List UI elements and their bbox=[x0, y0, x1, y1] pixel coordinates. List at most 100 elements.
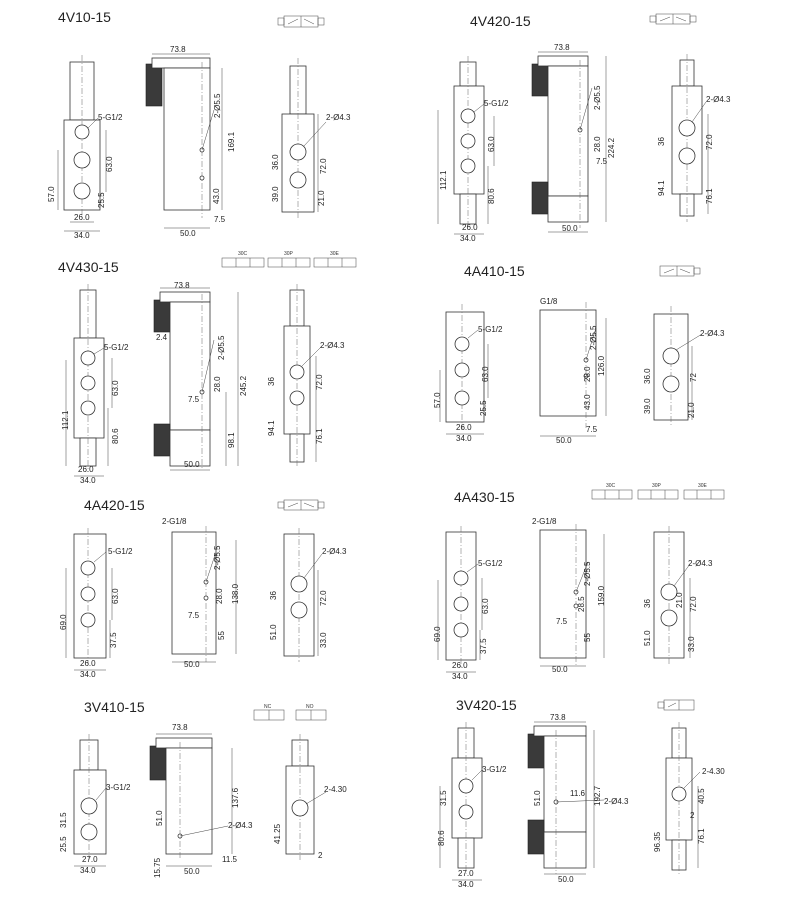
dimension-label: 94.1 bbox=[657, 180, 666, 196]
dimension-label: 34.0 bbox=[456, 434, 472, 443]
symbol-label: 30P bbox=[284, 251, 294, 257]
end-view: 2-4.30 41.25 2 bbox=[273, 734, 347, 860]
model-4a420: 4A420-15 5-G1/2 69.0 63.0 37.5 26.0 3 bbox=[59, 497, 347, 679]
dimension-label: 50.0 bbox=[558, 875, 574, 884]
dimension-label: 57.0 bbox=[433, 392, 442, 408]
dimension-label: 72.0 bbox=[689, 596, 698, 612]
dimension-label: 25.5 bbox=[97, 192, 106, 208]
dimension-label: 80.6 bbox=[437, 830, 446, 846]
dimension-label: 57.0 bbox=[47, 186, 56, 202]
dimension-label: 138.0 bbox=[231, 583, 240, 604]
dimension-label: 72.0 bbox=[319, 590, 328, 606]
port-label: 2-G1/8 bbox=[532, 517, 557, 526]
port-label: 2-Ø5.5 bbox=[213, 93, 222, 118]
hole-label: 2-Ø4.3 bbox=[322, 547, 347, 556]
dimension-label: 137.6 bbox=[231, 787, 240, 808]
port-label: 5-G1/2 bbox=[98, 113, 123, 122]
dimension-label: 7.5 bbox=[596, 157, 608, 166]
dimension-label: 63.0 bbox=[105, 156, 114, 172]
hole-label: 2-Ø4.3 bbox=[326, 113, 351, 122]
valve-symbol: 30P bbox=[267, 251, 311, 268]
hole-label: 2-Ø4.3 bbox=[688, 559, 713, 568]
dimension-label: 2 bbox=[318, 851, 323, 860]
model-title: 3V410-15 bbox=[84, 699, 145, 715]
hole-label: 2-Ø4.3 bbox=[604, 797, 629, 806]
dimension-label: 34.0 bbox=[74, 231, 90, 240]
front-view: 5-G1/2 112.1 63.0 80.6 26.0 34.0 bbox=[437, 56, 509, 243]
dimension-label: 43.0 bbox=[583, 394, 592, 410]
dimension-label: 26.0 bbox=[80, 659, 96, 668]
dimension-label: 73.8 bbox=[554, 43, 570, 52]
front-view: 5-G1/2 112.1 63.0 80.6 26.0 34.0 bbox=[61, 284, 129, 485]
port-label: 2-G1/8 bbox=[162, 517, 187, 526]
dimension-label: 159.0 bbox=[597, 585, 606, 606]
side-view: 73.8 2-Ø5.5 224.2 28.0 7.5 50.0 bbox=[531, 43, 616, 233]
dimension-label: 72.0 bbox=[705, 134, 714, 150]
dimension-label: 50.0 bbox=[556, 436, 572, 445]
dimension-label: 28.0 bbox=[593, 136, 602, 152]
side-view: 73.8 2-Ø5.5 169.1 43.0 50.0 7.5 bbox=[145, 45, 236, 238]
dimension-label: 96.35 bbox=[653, 831, 662, 852]
model-title: 4V420-15 bbox=[470, 13, 531, 29]
dimension-label: 34.0 bbox=[80, 670, 96, 679]
dimension-label: 126.0 bbox=[597, 355, 606, 376]
valve-symbol-group: 30C 30P 30E bbox=[221, 251, 357, 268]
port-label: 5-G1/2 bbox=[478, 325, 503, 334]
valve-symbol bbox=[649, 13, 697, 25]
hole-label: 2-4.30 bbox=[702, 767, 725, 776]
dimension-label: 34.0 bbox=[460, 234, 476, 243]
dimension-label: 37.5 bbox=[109, 632, 118, 648]
dimension-label: 26.0 bbox=[452, 661, 468, 670]
dimension-label: 34.0 bbox=[80, 476, 96, 485]
valve-symbol: NO bbox=[295, 704, 327, 721]
hole-label: 2-Ø4.3 bbox=[320, 341, 345, 350]
dimension-label: 73.8 bbox=[174, 281, 190, 290]
model-title: 4A410-15 bbox=[464, 263, 525, 279]
dimension-label: 69.0 bbox=[433, 626, 442, 642]
symbol-label: 30E bbox=[330, 251, 340, 257]
end-view: 2-Ø4.3 36 51.0 72.0 33.0 bbox=[269, 528, 347, 662]
front-view: 3-G1/2 31.5 25.5 27.0 34.0 bbox=[59, 734, 131, 875]
end-view: 2-Ø4.3 36 51.0 21.0 72.0 33.0 bbox=[643, 526, 713, 664]
symbol-label: 30C bbox=[606, 483, 616, 489]
dimension-label: 50.0 bbox=[180, 229, 196, 238]
model-3v410: 3V410-15 NC NO 3-G1/2 31.5 25.5 27.0 bbox=[59, 699, 347, 878]
front-view: 5-G1/2 57.0 63.0 25.5 26.0 34.0 bbox=[47, 55, 123, 240]
model-title: 4V10-15 bbox=[58, 9, 111, 25]
dimension-label: 72.0 bbox=[315, 374, 324, 390]
valve-symbol bbox=[277, 499, 325, 511]
dimension-label: 27.0 bbox=[458, 869, 474, 878]
end-view: 2-Ø4.3 36 94.1 72.0 76.1 bbox=[657, 54, 731, 222]
symbol-label: 30C bbox=[238, 251, 248, 257]
dimension-label: 192.7 bbox=[593, 785, 602, 806]
dimension-label: 76.1 bbox=[315, 428, 324, 444]
dimension-label: 2 bbox=[690, 811, 695, 820]
hole-label: 2-Ø4.3 bbox=[700, 329, 725, 338]
dimension-label: 76.1 bbox=[697, 828, 706, 844]
model-4v420: 4V420-15 5-G1/2 112.1 63.0 80.6 26.0 bbox=[437, 13, 731, 243]
dimension-label: 11.6 bbox=[570, 789, 586, 798]
dimension-label: 51.0 bbox=[269, 624, 278, 640]
hole-label: 2-Ø4.3 bbox=[706, 95, 731, 104]
port-label: 3-G1/2 bbox=[106, 783, 131, 792]
dimension-label: 51.0 bbox=[155, 810, 164, 826]
dimension-label: 21.0 bbox=[675, 592, 684, 608]
dimension-label: 73.8 bbox=[172, 723, 188, 732]
valve-symbol bbox=[659, 265, 701, 277]
dimension-label: 72 bbox=[689, 373, 698, 382]
valve-symbol: 30E bbox=[683, 483, 725, 500]
model-4a430: 4A430-15 30C 30P 30E bbox=[433, 483, 725, 681]
side-view: 73.8 2-Ø4.3 192.7 51.0 11.6 50.0 bbox=[527, 713, 629, 884]
dimension-label: 63.0 bbox=[481, 366, 490, 382]
dimension-label: 37.5 bbox=[479, 638, 488, 654]
dimension-label: 15.75 bbox=[153, 857, 162, 878]
symbol-label: NC bbox=[264, 704, 272, 710]
dimension-label: 27.0 bbox=[82, 855, 98, 864]
dimension-label: 26.0 bbox=[74, 213, 90, 222]
dimension-label: 36.0 bbox=[643, 368, 652, 384]
dimension-label: 25.5 bbox=[59, 836, 68, 852]
dimension-label: 28.5 bbox=[577, 596, 586, 612]
dimension-label: 28.0 bbox=[583, 366, 592, 382]
dimension-label: 28.0 bbox=[213, 376, 222, 392]
